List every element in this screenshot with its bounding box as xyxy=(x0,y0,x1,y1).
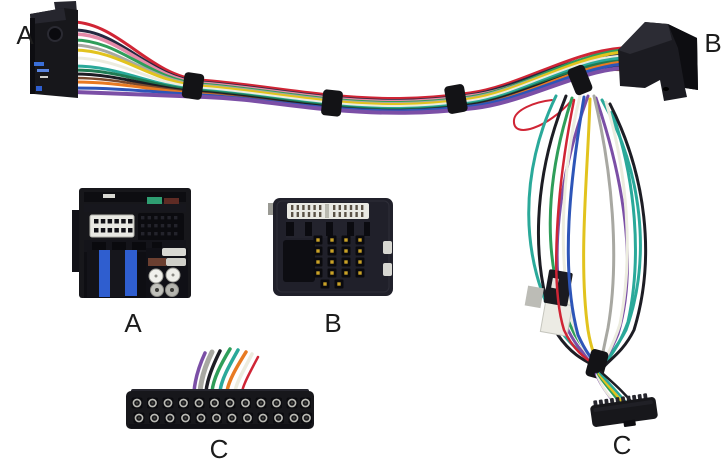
closeup-c-wires xyxy=(192,347,260,395)
connector-c-rear xyxy=(590,393,658,428)
connector-b-mount-hole xyxy=(663,87,669,91)
connector-a-latch-knob xyxy=(47,26,63,42)
tape-wrap xyxy=(444,84,468,114)
closeup-connector-c xyxy=(126,347,314,429)
label-closeup-c: C xyxy=(209,434,229,464)
connector-a-body xyxy=(30,8,78,98)
wire-strand xyxy=(600,110,637,371)
closeup-a-blue-key xyxy=(99,250,110,297)
wire-strand xyxy=(197,349,215,395)
connector-a-photo xyxy=(30,1,78,98)
wire-strand xyxy=(555,98,600,369)
label-closeup-b: B xyxy=(324,308,342,338)
closeup-connector-b xyxy=(268,198,393,296)
label-branch-end-c: C xyxy=(612,430,632,460)
wire-strand xyxy=(240,355,260,394)
tape-wrap xyxy=(585,349,609,379)
wire-strand xyxy=(210,347,232,394)
wire-strand xyxy=(582,97,602,369)
closeup-a-round-contacts xyxy=(148,267,181,297)
tape-wrap xyxy=(321,89,343,117)
label-harness-end-a: A xyxy=(16,20,34,50)
label-closeup-a: A xyxy=(124,308,142,338)
tape-wrap xyxy=(567,64,593,96)
wire-strand xyxy=(204,349,222,394)
closeup-a-white-insert xyxy=(89,214,135,238)
wire-strand xyxy=(218,348,240,394)
label-harness-end-b: B xyxy=(704,28,722,58)
wire-strand xyxy=(592,94,616,370)
closeup-b-cavity xyxy=(283,240,315,282)
wire-strand xyxy=(192,351,207,394)
main-wire-bundle xyxy=(72,20,624,115)
inline-connector-body xyxy=(539,300,573,337)
tape-wrap xyxy=(181,72,205,100)
closeup-a-red-terminal xyxy=(164,198,179,206)
branch-wire-bundle xyxy=(512,94,658,428)
wire-strand xyxy=(536,94,599,369)
wire-strand xyxy=(600,100,629,370)
connector-b-photo xyxy=(618,22,698,101)
closeup-a-blue-key xyxy=(125,250,137,296)
wire-strand xyxy=(512,99,573,131)
inline-connector-latch xyxy=(524,285,544,309)
closeup-connector-a xyxy=(72,188,191,298)
wire-strand xyxy=(600,102,648,371)
closeup-a-green-terminal xyxy=(147,197,162,204)
wire-strand xyxy=(594,96,629,371)
